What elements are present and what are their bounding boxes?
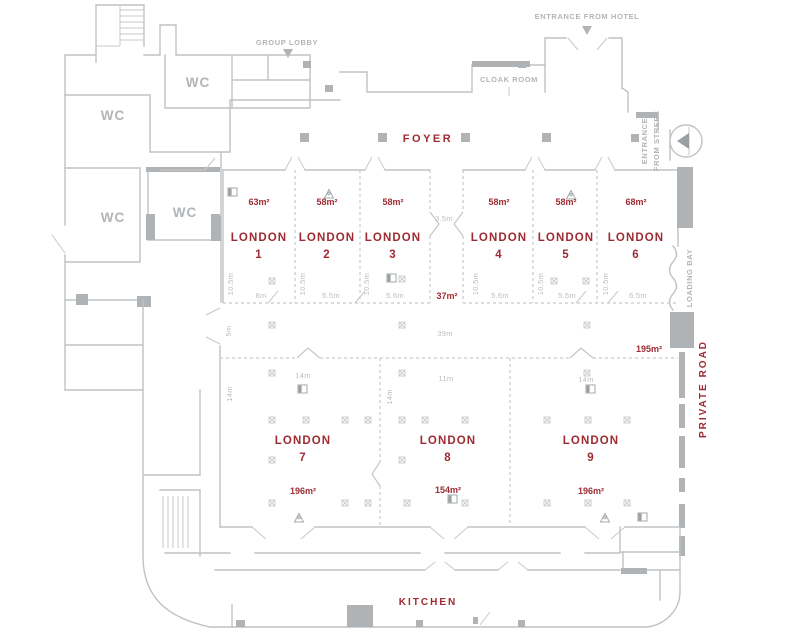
room-number-london-4: 4 <box>495 249 503 261</box>
room-area-london-8: 154m² <box>435 485 461 495</box>
private-road-label: PRIVATE ROAD <box>698 340 709 438</box>
room-name-london-1: LONDON <box>231 232 287 244</box>
wc-label: WC <box>101 108 126 123</box>
room-area-london-6: 68m² <box>625 197 646 207</box>
room-name-london-6: LONDON <box>608 232 664 244</box>
screen-icon <box>637 512 648 522</box>
group-lobby-label: GROUP LOBBY <box>256 38 318 47</box>
room-area-london-3: 58m² <box>382 197 403 207</box>
dim-depth-london-8: 14m <box>385 389 394 405</box>
hotel-entrance-arrow-icon <box>582 26 592 35</box>
dim-depth-london-7: 14m <box>225 386 234 402</box>
dim-depth-london-4: 10.5m <box>471 273 480 295</box>
room-number-london-3: 3 <box>389 249 397 261</box>
column-markers <box>268 275 631 507</box>
room-name-london-8: LONDON <box>420 435 476 447</box>
dimension-labels: 10.5m 10.5m 10.5m 10.5m 10.5m 10.5m 6m 5… <box>224 214 647 405</box>
dim-depth-london-1: 10.5m <box>226 273 235 295</box>
room-area-london-4: 58m² <box>488 197 509 207</box>
room-number-london-9: 9 <box>587 452 595 464</box>
group-lobby-arrow-icon <box>283 49 293 58</box>
wc-label: WC <box>186 75 211 90</box>
dim-width-london-2: 5.5m <box>322 291 340 300</box>
dim-depth-london-2: 10.5m <box>298 273 307 295</box>
easel-icon <box>600 513 610 523</box>
dashed-partitions <box>220 170 678 527</box>
dim-width-london-7: 14m <box>295 371 311 380</box>
easel-icon <box>294 513 304 523</box>
room-area-london-1: 63m² <box>248 197 269 207</box>
room-area-london-5: 58m² <box>555 197 576 207</box>
dim-central-corridor-length: 39m <box>437 329 453 338</box>
room-area-london-2: 58m² <box>316 197 337 207</box>
dim-link-corridor-width: 3.5m <box>435 214 453 223</box>
link-corridor-area: 37m² <box>436 291 457 301</box>
screen-icon <box>386 273 397 283</box>
dim-width-london-1: 6m <box>255 291 266 300</box>
screen-icon <box>227 187 238 197</box>
central-corridor-area: 195m² <box>636 344 662 354</box>
room-number-london-2: 2 <box>323 249 331 261</box>
screen-icon <box>297 384 308 394</box>
room-name-london-2: LONDON <box>299 232 355 244</box>
room-name-london-4: LONDON <box>471 232 527 244</box>
cloak-room-label: CLOAK ROOM <box>480 75 538 84</box>
dim-depth-london-3: 10.5m <box>362 273 371 295</box>
room-area-london-9: 196m² <box>578 486 604 496</box>
dim-depth-london-5: 10.5m <box>536 273 545 295</box>
dim-width-london-8: 11m <box>439 374 454 383</box>
room-area-london-7: 196m² <box>290 486 316 496</box>
entrance-from-street-label-line2: FROM STREET <box>652 111 661 171</box>
room-labels: 63m² 58m² 58m² 58m² 58m² 68m² LONDON 1 L… <box>231 197 664 496</box>
screen-icon <box>585 384 596 394</box>
room-number-london-8: 8 <box>444 452 452 464</box>
dim-width-london-3: 5.6m <box>386 291 404 300</box>
entrance-from-street-label-line1: ENTRANCE <box>640 118 649 164</box>
screen-icon <box>447 494 458 504</box>
dim-width-london-9: 14m <box>578 375 594 384</box>
wc-label: WC <box>173 205 198 220</box>
room-number-london-5: 5 <box>562 249 570 261</box>
dim-width-london-6: 6.5m <box>629 291 647 300</box>
foyer-label: FOYER <box>403 133 453 145</box>
dim-width-london-4: 5.6m <box>491 291 509 300</box>
room-name-london-9: LONDON <box>563 435 619 447</box>
entrance-from-hotel-label: ENTRANCE FROM HOTEL <box>535 12 640 21</box>
room-name-london-5: LONDON <box>538 232 594 244</box>
room-number-london-6: 6 <box>632 249 640 261</box>
dim-width-london-5: 5.5m <box>558 291 576 300</box>
walls <box>51 4 703 628</box>
room-number-london-1: 1 <box>255 249 263 261</box>
kitchen-label: KITCHEN <box>399 597 457 608</box>
wc-label: WC <box>101 210 126 225</box>
foyer-columns <box>300 61 639 142</box>
loading-bay-label: LOADING BAY <box>685 249 694 307</box>
room-name-london-3: LONDON <box>365 232 421 244</box>
dim-central-corridor-width: 5m <box>224 325 233 336</box>
dim-depth-london-6: 10.5m <box>601 273 610 295</box>
room-number-london-7: 7 <box>299 452 307 464</box>
room-name-london-7: LONDON <box>275 435 331 447</box>
